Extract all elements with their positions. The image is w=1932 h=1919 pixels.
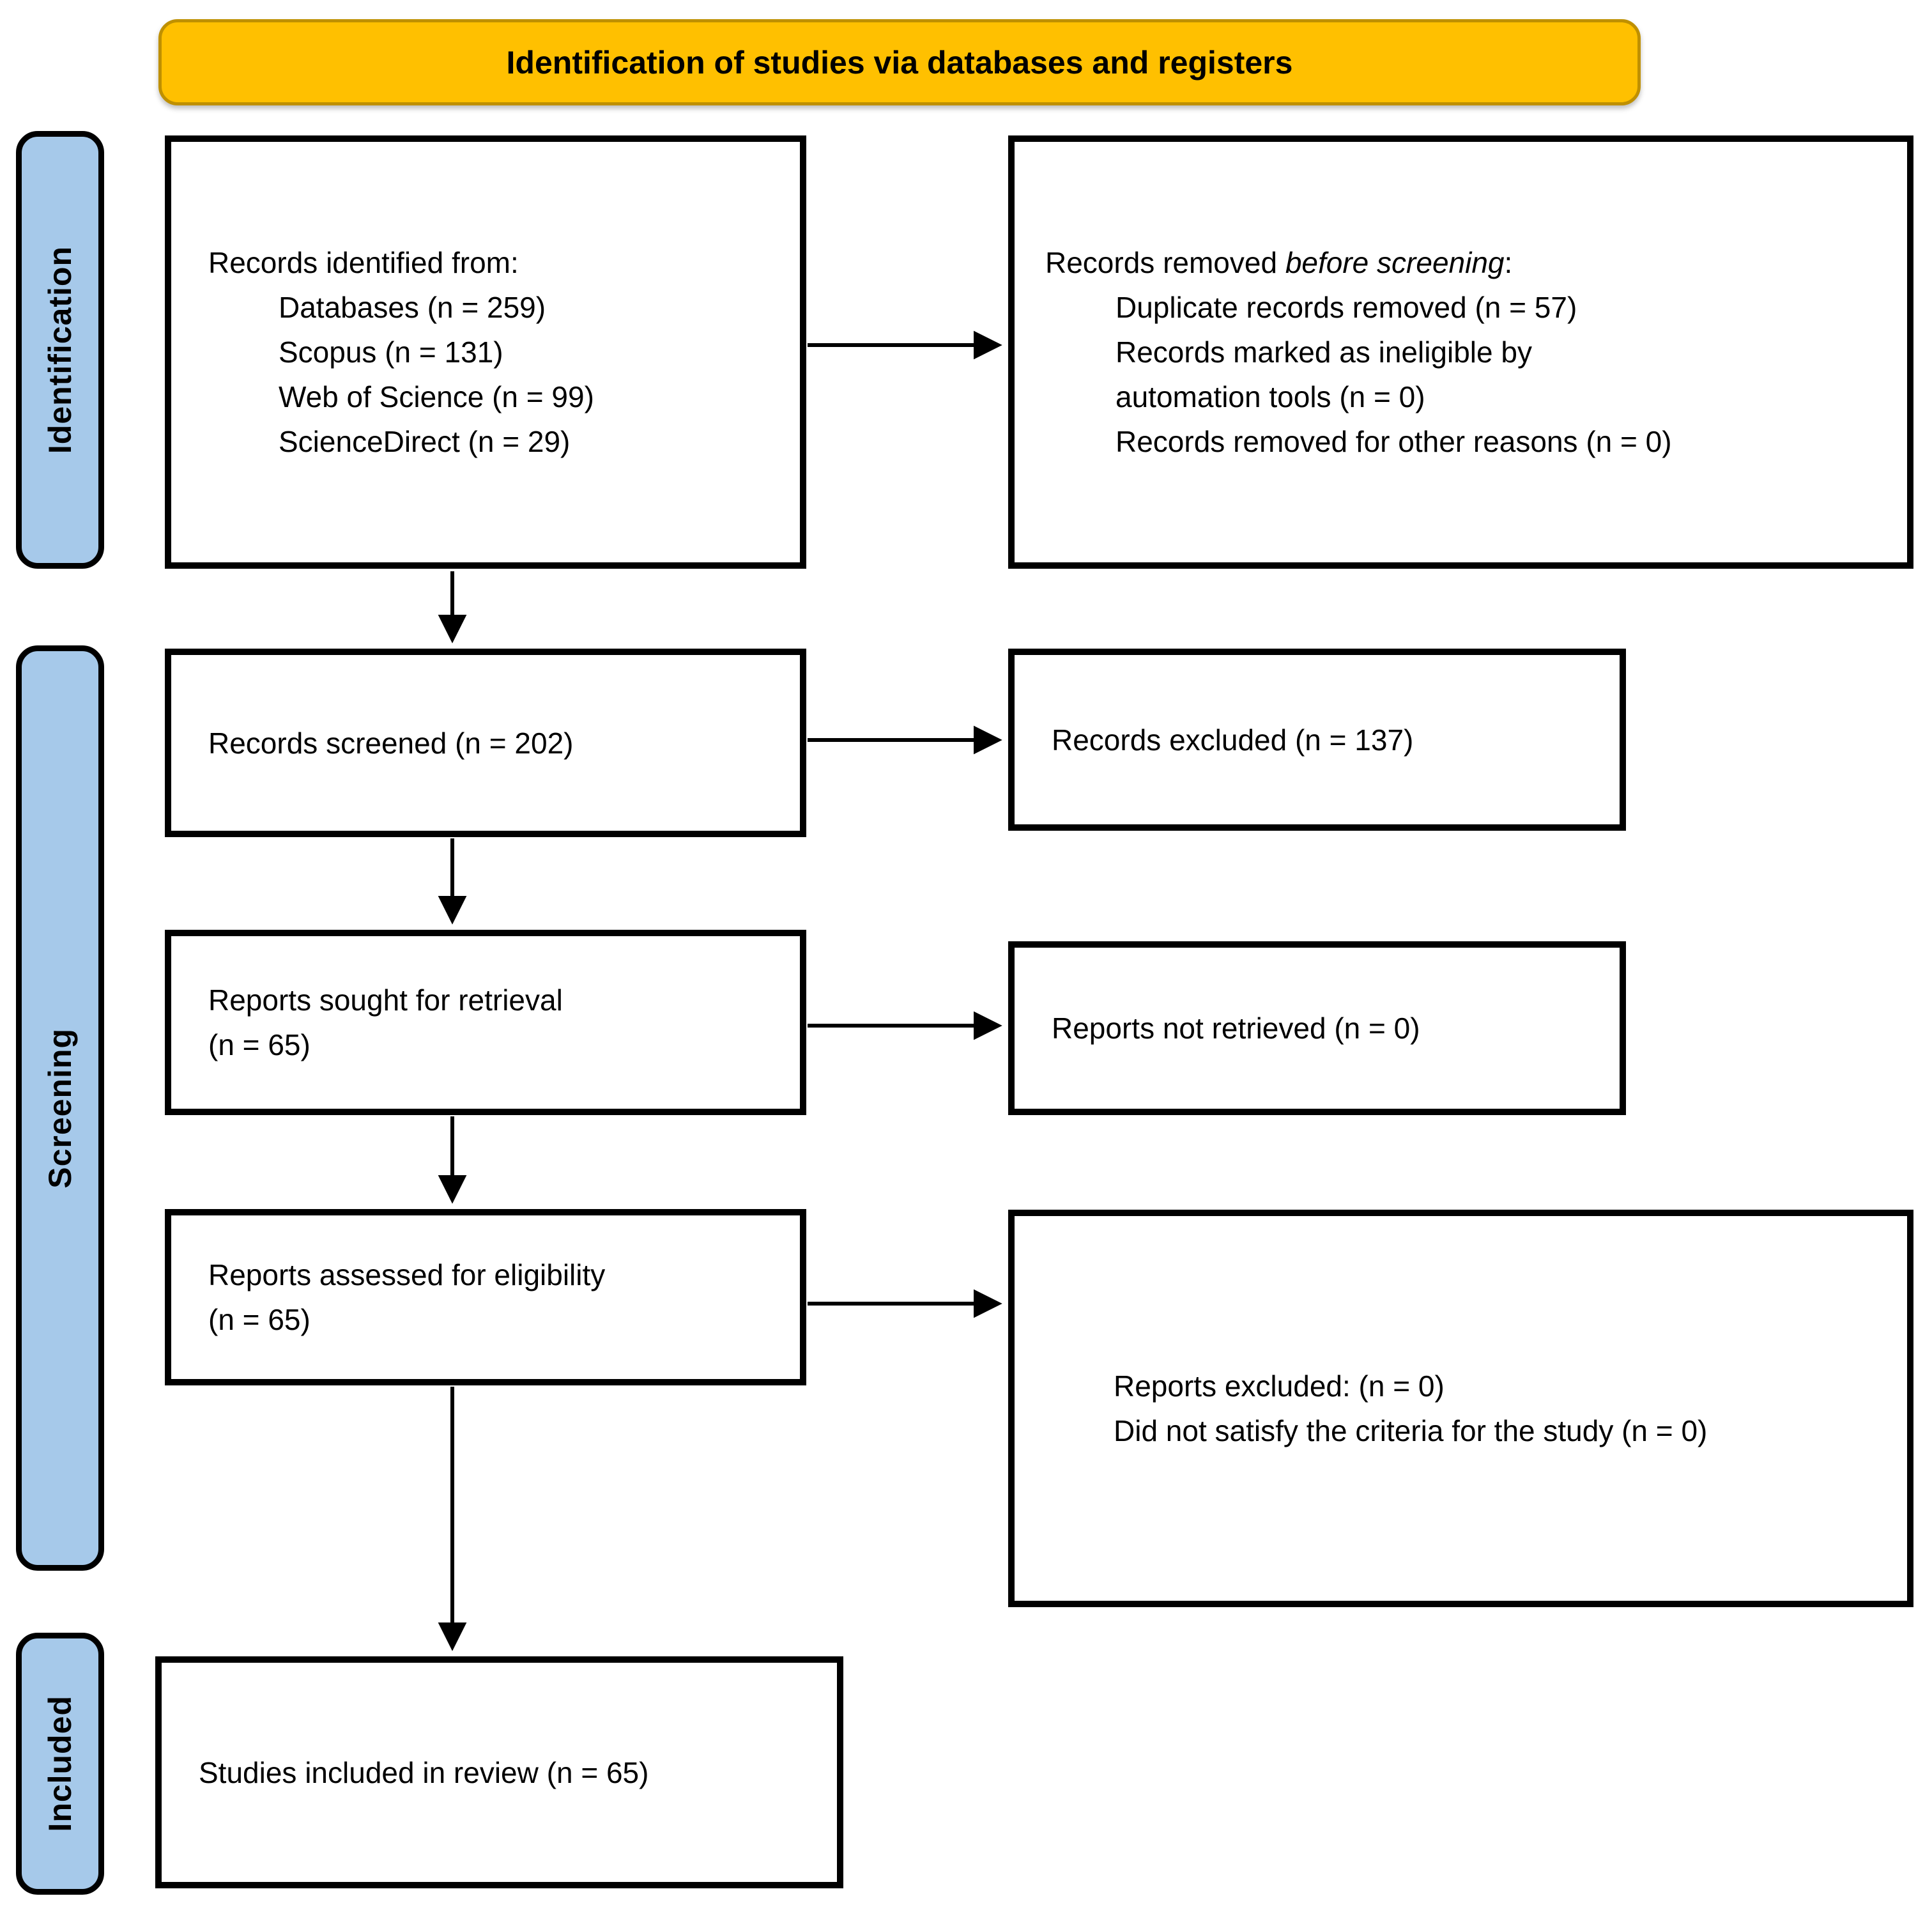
records-identified-item: Web of Science (n = 99)	[279, 380, 594, 413]
reports-excluded-line: Did not satisfy the criteria for the stu…	[1114, 1414, 1708, 1447]
reports-assessed-line: Reports assessed for eligibility	[208, 1258, 606, 1291]
phase-label-identification: Identification	[16, 131, 104, 569]
phase-label-included-text: Included	[42, 1695, 78, 1832]
phase-label-included: Included	[16, 1633, 104, 1895]
records-removed-heading-prefix: Records removed	[1045, 246, 1285, 279]
box-records-screened: Records screened (n = 202)	[165, 649, 806, 837]
records-removed-item: Records removed for other reasons (n = 0…	[1116, 425, 1672, 458]
box-records-excluded: Records excluded (n = 137)	[1008, 649, 1626, 831]
box-reports-not-retrieved: Reports not retrieved (n = 0)	[1008, 941, 1626, 1115]
records-identified-item: Scopus (n = 131)	[279, 335, 503, 369]
box-records-removed: Records removed before screening: Duplic…	[1008, 135, 1913, 569]
phase-label-screening-text: Screening	[42, 1028, 78, 1189]
box-studies-included: Studies included in review (n = 65)	[155, 1656, 843, 1888]
reports-excluded-line: Reports excluded: (n = 0)	[1114, 1369, 1445, 1403]
records-removed-heading-suffix: :	[1504, 246, 1513, 279]
banner-title: Identification of studies via databases …	[506, 44, 1293, 81]
box-reports-assessed: Reports assessed for eligibility (n = 65…	[165, 1209, 806, 1385]
box-records-identified: Records identified from: Databases (n = …	[165, 135, 806, 569]
records-identified-item: ScienceDirect (n = 29)	[279, 425, 571, 458]
records-removed-heading: Records removed before screening:	[1045, 240, 1894, 285]
reports-sought-line: (n = 65)	[208, 1028, 310, 1061]
banner-identification-of-studies: Identification of studies via databases …	[158, 19, 1641, 105]
box-reports-sought: Reports sought for retrieval (n = 65)	[165, 930, 806, 1115]
records-removed-heading-italic: before screening	[1285, 246, 1505, 279]
records-excluded-text: Records excluded (n = 137)	[1052, 723, 1414, 757]
records-screened-text: Records screened (n = 202)	[208, 726, 574, 760]
records-removed-item: automation tools (n = 0)	[1116, 380, 1425, 413]
box-reports-excluded: Reports excluded: (n = 0) Did not satisf…	[1008, 1210, 1913, 1607]
records-removed-item: Records marked as ineligible by	[1116, 335, 1532, 369]
reports-sought-line: Reports sought for retrieval	[208, 983, 563, 1017]
studies-included-text: Studies included in review (n = 65)	[199, 1755, 649, 1789]
reports-assessed-line: (n = 65)	[208, 1303, 310, 1336]
records-identified-item: Databases (n = 259)	[279, 291, 546, 324]
phase-label-identification-text: Identification	[42, 245, 78, 454]
records-identified-heading: Records identified from:	[208, 246, 519, 279]
reports-not-retrieved-text: Reports not retrieved (n = 0)	[1052, 1012, 1420, 1045]
records-removed-item: Duplicate records removed (n = 57)	[1116, 291, 1577, 324]
phase-label-screening: Screening	[16, 645, 104, 1571]
